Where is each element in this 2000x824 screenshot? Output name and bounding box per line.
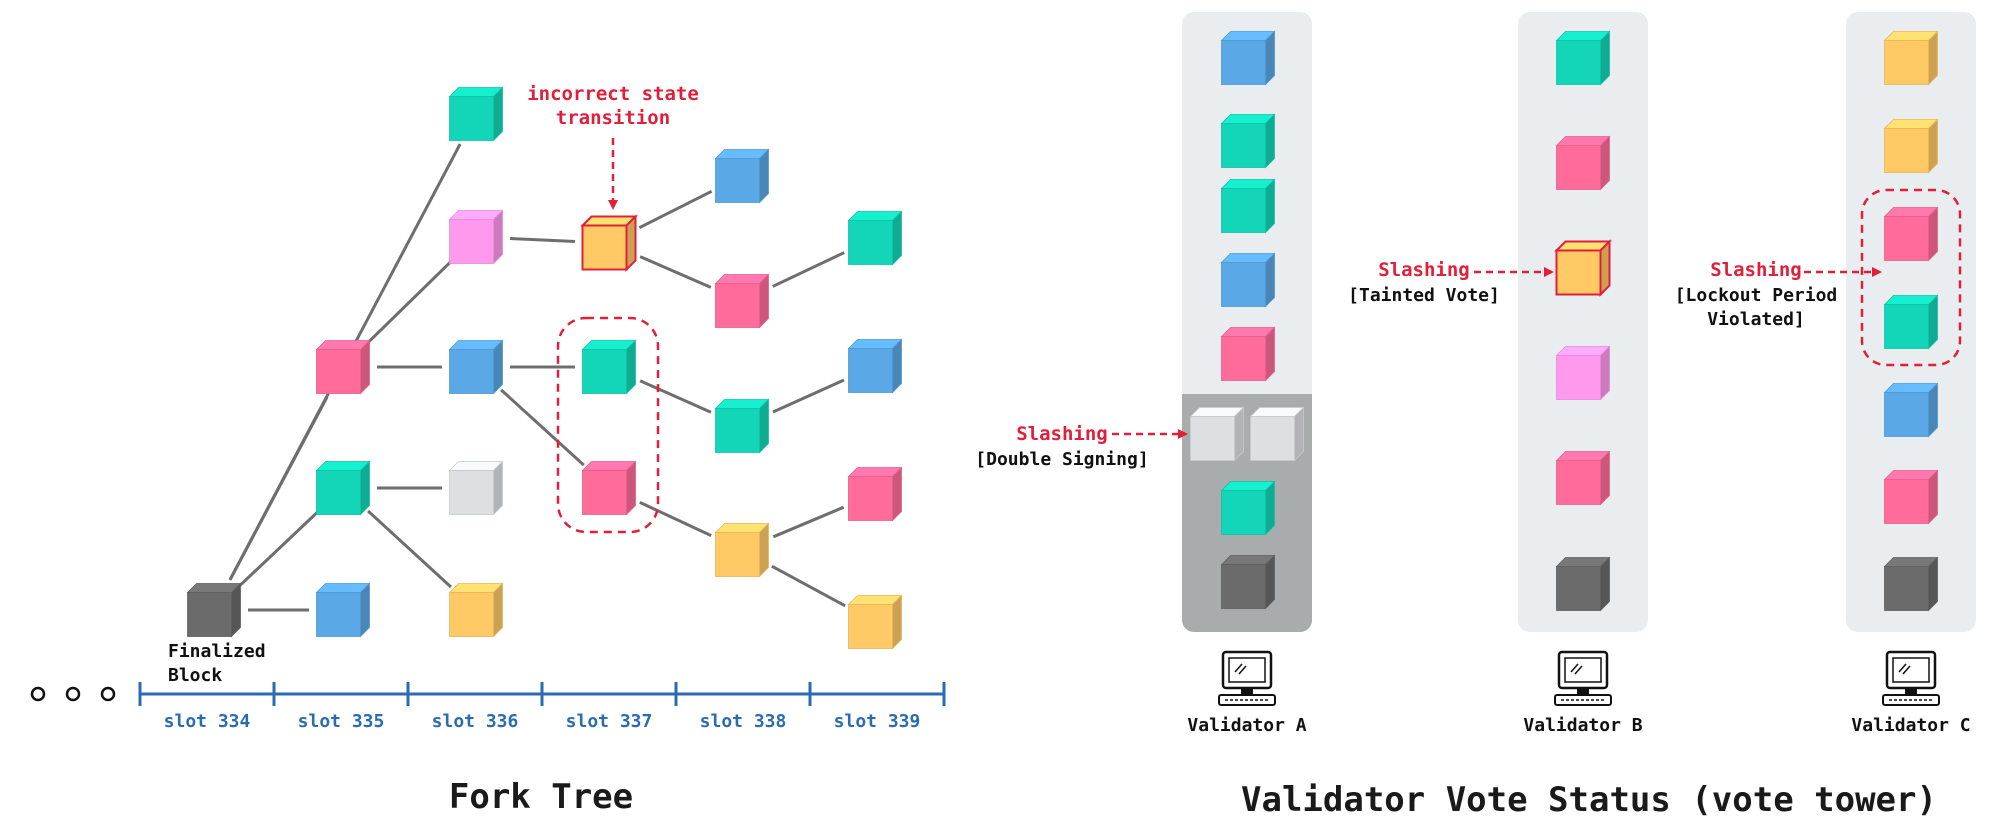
validator-c-vote	[1883, 206, 1939, 262]
finalized-block-label-line2: Block	[168, 665, 222, 686]
block-b2	[315, 460, 371, 516]
slot-label: slot 335	[298, 711, 385, 732]
fork-edge	[228, 396, 329, 581]
block-b17	[847, 338, 903, 394]
validator-b-vote	[1555, 30, 1611, 86]
fork-edge	[772, 505, 845, 539]
block-b9	[580, 214, 638, 272]
validator-a-vote	[1220, 326, 1276, 382]
fork-tree: incorrect state transition Finalized Blo…	[30, 83, 946, 817]
computer-icon	[1554, 650, 1612, 706]
finalized-block-label-line1: Finalized	[168, 641, 266, 662]
vote-tower: Slashing [Double Signing] Slashing [Tain…	[975, 12, 1976, 820]
conflict-highlight	[556, 316, 660, 534]
validator-b-vote	[1555, 450, 1611, 506]
block-b18	[847, 466, 903, 522]
fork-edge	[367, 509, 452, 589]
validator-c-vote	[1883, 294, 1939, 350]
slot-label: slot 334	[164, 711, 251, 732]
computer-icon	[1218, 650, 1276, 706]
block-b1	[315, 339, 371, 395]
block-b19	[847, 594, 903, 650]
fork-edge	[366, 259, 453, 345]
validator-c-vote	[1883, 118, 1939, 174]
validator-b-vote	[1555, 345, 1611, 401]
block-b3	[315, 582, 371, 638]
block-b14	[714, 398, 770, 454]
block-b10	[581, 339, 637, 395]
validator-c-vote	[1883, 30, 1939, 86]
ellipsis-icon	[30, 686, 116, 702]
validator-a-vote	[1220, 178, 1276, 234]
incorrect-transition-label-line2: transition	[556, 107, 670, 129]
fork-edge	[639, 501, 712, 537]
fork-edge	[639, 255, 712, 289]
validator-b-slashing-reason: [Tainted Vote]	[1348, 285, 1500, 306]
fork-tree-edges	[228, 143, 846, 612]
block-b7	[448, 460, 504, 516]
slot-axis: slot 334 slot 335 slot 336 slot 337 slot 338…	[138, 682, 946, 732]
validator-a-double-signed-vote	[1189, 406, 1245, 462]
validator-c-slashing-label: Slashing	[1710, 259, 1802, 281]
validator-c-name: Validator C	[1851, 715, 1970, 736]
block-b13	[714, 273, 770, 329]
validator-a-slashing-reason: [Double Signing]	[975, 449, 1148, 470]
block-b0	[186, 582, 242, 638]
computer-icon	[1882, 650, 1940, 706]
fork-tree-blocks	[186, 86, 903, 650]
block-b16	[847, 210, 903, 266]
block-b12	[714, 148, 770, 204]
slot-label: slot 337	[566, 711, 653, 732]
validator-b-column	[1518, 12, 1648, 632]
validator-b-vote	[1555, 556, 1611, 612]
fork-edge	[638, 189, 713, 230]
validator-a-slashing-label: Slashing	[1016, 423, 1108, 445]
block-b4	[448, 86, 504, 142]
fork-edge	[509, 237, 576, 243]
fork-edge	[771, 564, 846, 608]
validator-b-slashing-label: Slashing	[1378, 259, 1470, 281]
validator-c-vote	[1883, 556, 1939, 612]
incorrect-transition-label-line1: incorrect state	[527, 83, 699, 105]
validator-a-vote	[1220, 30, 1276, 86]
slot-label: slot 339	[834, 711, 921, 732]
slot-label: slot 336	[432, 711, 519, 732]
validator-c-slashing-reason-line1: [Lockout Period	[1675, 285, 1838, 306]
validator-b-vote	[1554, 239, 1612, 297]
validator-computers	[1218, 650, 1940, 706]
validator-a-finalized-vote	[1220, 554, 1276, 610]
fork-edge	[772, 378, 845, 414]
validator-b-name: Validator B	[1523, 715, 1642, 736]
fork-edge	[639, 379, 712, 414]
vote-tower-title: Validator Vote Status (vote tower)	[1241, 780, 1937, 820]
validator-a-vote	[1220, 113, 1276, 169]
block-b6	[448, 339, 504, 395]
validator-b-vote	[1555, 135, 1611, 191]
fork-edge	[237, 510, 320, 588]
fork-tree-title: Fork Tree	[449, 777, 633, 817]
block-b8	[448, 582, 504, 638]
validator-a-finalized-vote	[1220, 480, 1276, 536]
validator-a-vote	[1220, 252, 1276, 308]
slot-label: slot 338	[700, 711, 787, 732]
block-b5	[448, 209, 504, 265]
validator-c-vote	[1883, 469, 1939, 525]
block-b15	[714, 522, 770, 578]
block-b11	[581, 460, 637, 516]
vote-blocks	[1189, 30, 1939, 612]
validator-a-name: Validator A	[1187, 715, 1306, 736]
fork-edge	[772, 251, 845, 288]
validator-c-vote	[1883, 382, 1939, 438]
validator-c-slashing-reason-line2: Violated]	[1707, 309, 1805, 330]
fork-edge	[500, 388, 585, 467]
validator-a-double-signed-vote	[1249, 406, 1305, 462]
